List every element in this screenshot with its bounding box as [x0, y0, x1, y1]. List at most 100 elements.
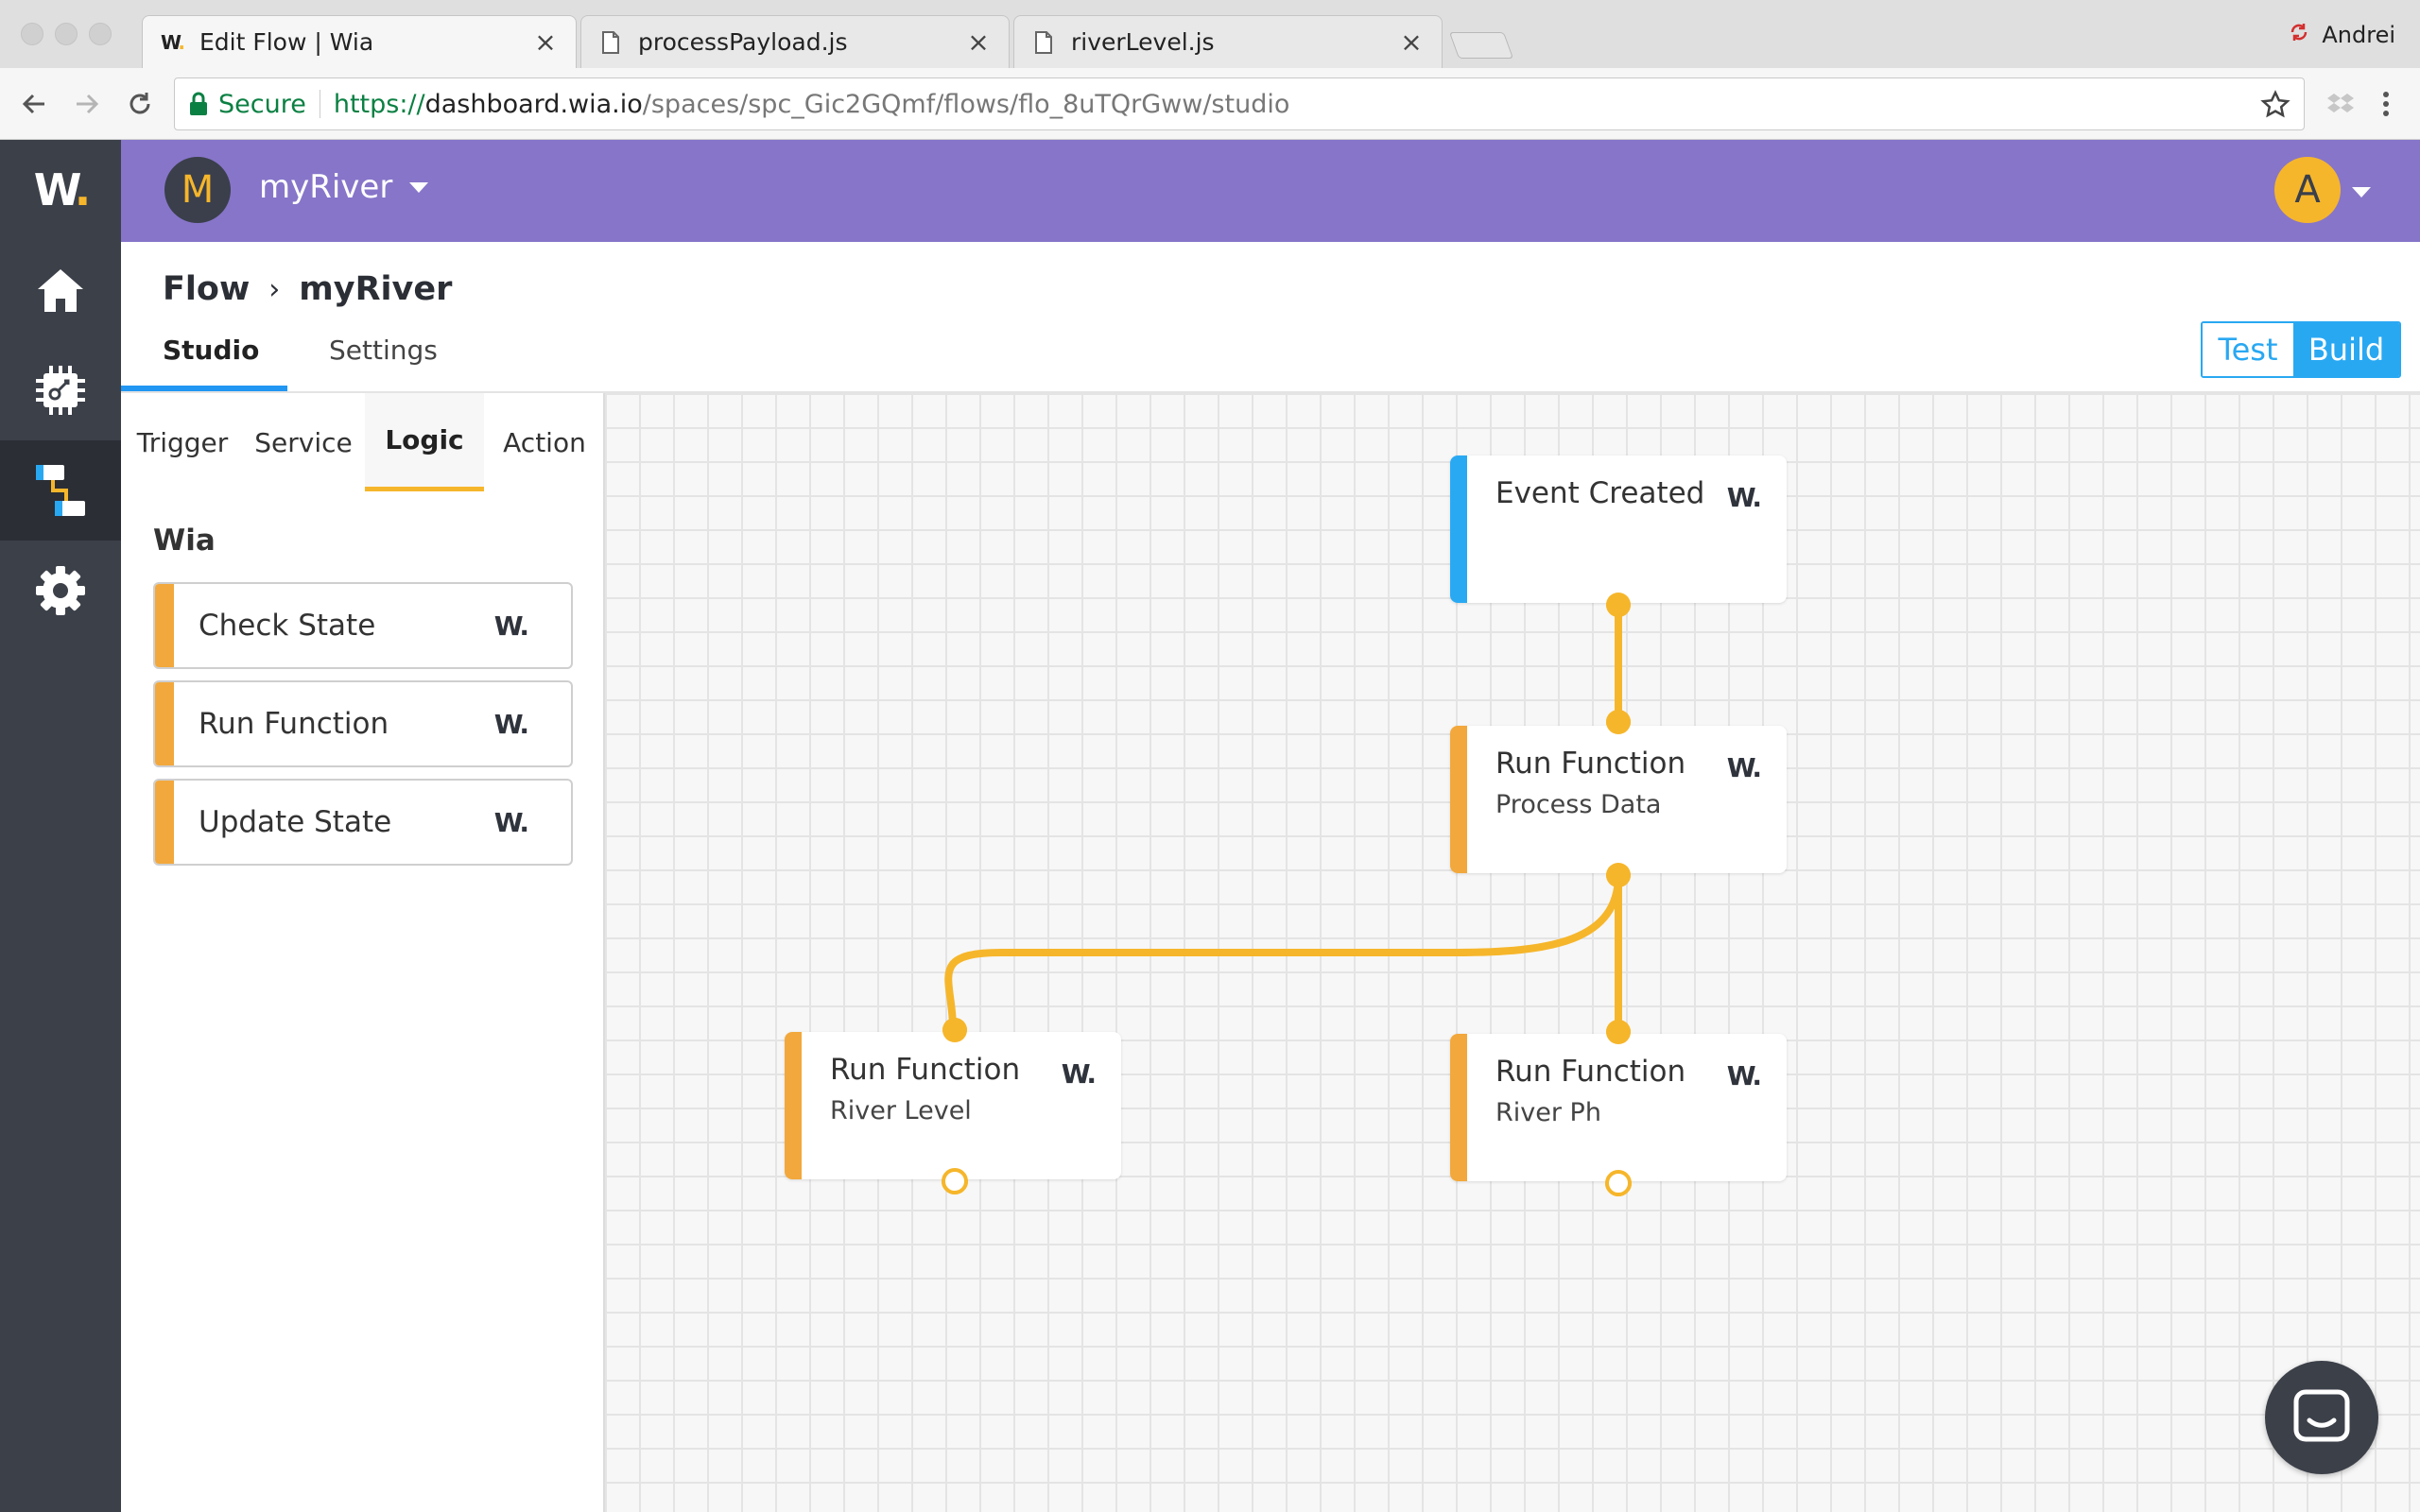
browser-tab-processpayload[interactable]: processPayload.js ×: [580, 15, 1010, 68]
browser-toolbar: Secure https://dashboard.wia.io/spaces/s…: [0, 68, 2420, 140]
gear-icon[interactable]: [0, 541, 121, 641]
dropbox-extension-icon[interactable]: [2324, 87, 2358, 121]
user-menu-caret-icon[interactable]: [2352, 187, 2371, 198]
secure-indicator[interactable]: Secure: [188, 90, 306, 119]
flow-node-river-ph[interactable]: Run Function River Ph W.: [1450, 1034, 1787, 1181]
wia-mark-icon: W.: [1061, 1058, 1097, 1090]
palette-item-label: Check State: [199, 609, 376, 643]
wia-mark-icon: W.: [1726, 1060, 1762, 1091]
tab-settings[interactable]: Settings: [329, 335, 438, 366]
palette-section-heading: Wia: [153, 524, 216, 558]
palette-item-update-state[interactable]: Update State W.: [153, 779, 573, 866]
tab-title: Edit Flow | Wia: [199, 28, 374, 56]
address-bar[interactable]: Secure https://dashboard.wia.io/spaces/s…: [174, 77, 2305, 130]
node-subtitle: River Level: [830, 1096, 972, 1125]
left-nav-rail: W.: [0, 140, 121, 1512]
chat-icon: [2293, 1389, 2350, 1442]
page-subheader: Flow › myRiver Studio Settings Test Buil…: [121, 242, 2420, 393]
flow-node-river-level[interactable]: Run Function River Level W.: [785, 1032, 1121, 1179]
logic-color-bar: [785, 1032, 802, 1179]
build-mode-button[interactable]: Build: [2293, 323, 2399, 376]
app-header: M myRiver A: [121, 140, 2420, 242]
wire-process-to-level: [944, 871, 1622, 1032]
wia-mark-icon: W.: [1726, 482, 1762, 513]
reload-icon[interactable]: [123, 87, 157, 121]
flow-node-event-created[interactable]: Event Created W.: [1450, 455, 1787, 603]
sync-error-icon: [2288, 21, 2310, 49]
space-avatar[interactable]: M: [164, 157, 231, 223]
wia-logo[interactable]: W.: [33, 164, 92, 215]
url-path: /spaces/spc_Gic2GQmf/flows/flo_8uTQrGww/…: [642, 89, 1290, 119]
palette-item-run-function[interactable]: Run Function W.: [153, 680, 573, 767]
url-scheme: https://: [333, 89, 425, 119]
tab-title: riverLevel.js: [1071, 28, 1215, 56]
breadcrumb-chevron-icon: ›: [268, 272, 281, 306]
browser-tab-edit-flow[interactable]: W. Edit Flow | Wia ×: [142, 15, 577, 68]
tab-close-icon[interactable]: ×: [534, 26, 557, 58]
node-subtitle: Process Data: [1495, 790, 1662, 819]
flow-icon[interactable]: [0, 440, 121, 541]
node-subtitle: River Ph: [1495, 1098, 1601, 1127]
wia-favicon-icon: W.: [160, 30, 185, 54]
window-close-dot[interactable]: [21, 23, 43, 45]
tab-studio[interactable]: Studio: [163, 335, 260, 366]
palette-item-label: Run Function: [199, 707, 389, 741]
lock-icon: [190, 92, 207, 115]
tab-title: processPayload.js: [638, 28, 848, 56]
node-title: Run Function: [1495, 1055, 1686, 1089]
palette-item-label: Update State: [199, 805, 392, 839]
logic-color-bar: [1450, 1034, 1467, 1181]
home-icon[interactable]: [0, 240, 121, 340]
logic-color-bar: [155, 781, 174, 864]
category-tab-trigger[interactable]: Trigger: [136, 426, 229, 458]
bookmark-star-icon[interactable]: [2260, 90, 2290, 120]
wia-mark-icon: W.: [493, 610, 529, 642]
test-mode-button[interactable]: Test: [2203, 323, 2293, 376]
breadcrumb: Flow › myRiver: [163, 270, 452, 308]
palette-item-check-state[interactable]: Check State W.: [153, 582, 573, 669]
logic-color-bar: [155, 584, 174, 667]
active-tab-indicator: [121, 386, 287, 391]
mode-toggle: Test Build: [2201, 321, 2401, 378]
user-avatar[interactable]: A: [2274, 157, 2341, 223]
category-tab-service[interactable]: Service: [254, 426, 353, 458]
url-text[interactable]: https://dashboard.wia.io/spaces/spc_Gic2…: [334, 90, 1290, 119]
file-icon: [1031, 30, 1056, 55]
back-arrow-icon[interactable]: [17, 87, 51, 121]
profile-name: Andrei: [2322, 22, 2395, 48]
secure-label: Secure: [218, 89, 306, 119]
tab-close-icon[interactable]: ×: [967, 26, 990, 58]
node-title: Event Created: [1495, 476, 1705, 510]
wia-mark-icon: W.: [1726, 752, 1762, 783]
breadcrumb-current: myRiver: [299, 270, 453, 308]
space-switcher[interactable]: myRiver: [259, 168, 429, 206]
wia-mark-icon: W.: [493, 806, 529, 838]
tab-close-icon[interactable]: ×: [1400, 26, 1423, 58]
trigger-color-bar: [1450, 455, 1467, 603]
device-chip-icon[interactable]: [0, 340, 121, 440]
window-zoom-dot[interactable]: [89, 23, 112, 45]
node-palette: Trigger Service Logic Action Wia Check S…: [121, 393, 605, 1512]
space-name: myRiver: [259, 168, 393, 206]
browser-tab-riverlevel[interactable]: riverLevel.js ×: [1013, 15, 1443, 68]
logic-color-bar: [1450, 726, 1467, 873]
window-minimize-dot[interactable]: [55, 23, 78, 45]
category-tab-logic[interactable]: Logic: [365, 393, 484, 491]
url-host: dashboard.wia.io: [424, 89, 643, 119]
caret-down-icon: [409, 181, 429, 193]
browser-profile[interactable]: Andrei: [2288, 21, 2395, 49]
browser-menu-icon[interactable]: [2369, 87, 2403, 121]
flow-canvas[interactable]: Event Created W. Run Function Process Da…: [605, 393, 2420, 1512]
file-icon: [598, 30, 623, 55]
node-title: Run Function: [1495, 747, 1686, 781]
logic-color-bar: [155, 682, 174, 765]
new-tab-button[interactable]: [1448, 32, 1514, 59]
browser-tabstrip: W. Edit Flow | Wia × processPayload.js ×…: [0, 0, 2420, 68]
breadcrumb-root[interactable]: Flow: [163, 270, 251, 308]
wia-mark-icon: W.: [493, 708, 529, 740]
category-tab-action[interactable]: Action: [503, 426, 586, 458]
node-title: Run Function: [830, 1053, 1021, 1087]
forward-arrow-icon[interactable]: [70, 87, 104, 121]
chat-launcher-button[interactable]: [2265, 1361, 2378, 1474]
flow-node-process-data[interactable]: Run Function Process Data W.: [1450, 726, 1787, 873]
